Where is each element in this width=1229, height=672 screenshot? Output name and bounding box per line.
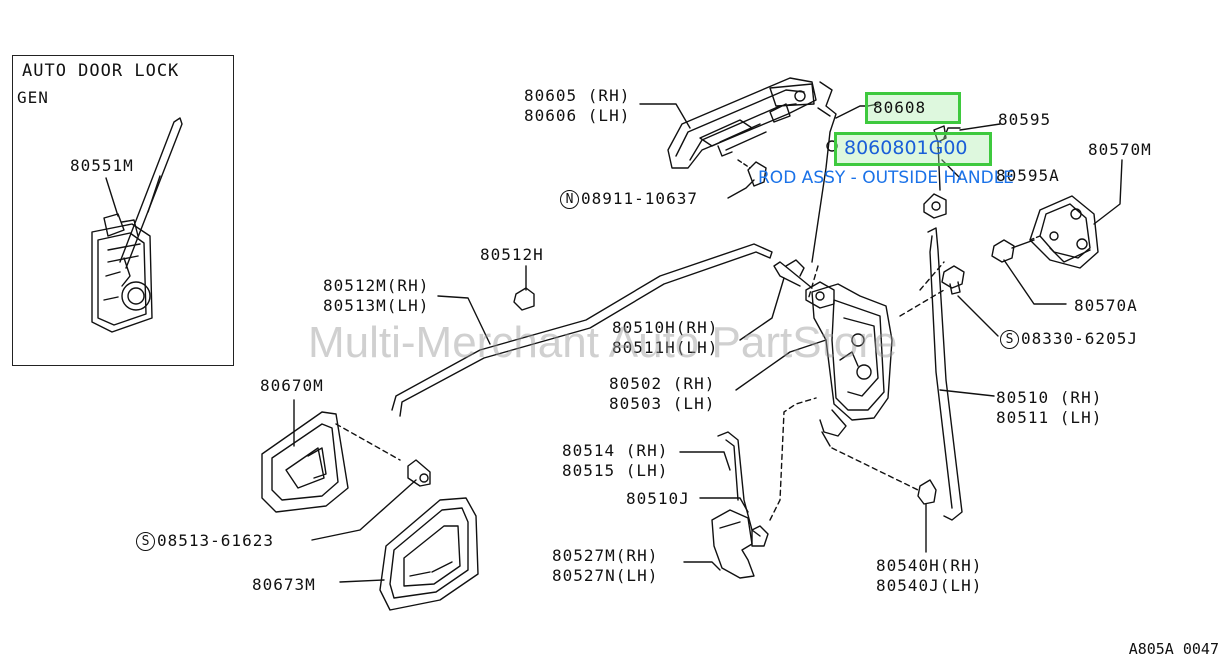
- part-number-08330: 08330-6205J: [1021, 329, 1138, 348]
- part-label-80510H[interactable]: 80510H(RH): [612, 318, 719, 337]
- watermark: Multi-Merchant Auto PartStore: [308, 318, 898, 367]
- part-label-80503[interactable]: 80503 (LH): [609, 394, 716, 413]
- part-label-80605[interactable]: 80605 (RH): [524, 86, 631, 105]
- part-label-80595A[interactable]: 80595A: [996, 166, 1060, 185]
- part-label-80510J[interactable]: 80510J: [626, 489, 690, 508]
- part-label-80673M[interactable]: 80673M: [252, 575, 316, 594]
- part-label-80513M[interactable]: 80513M(LH): [323, 296, 430, 315]
- part-label-80540H[interactable]: 80540H(RH): [876, 556, 983, 575]
- part-label-80514[interactable]: 80514 (RH): [562, 441, 669, 460]
- part-label-80540J[interactable]: 80540J(LH): [876, 576, 983, 595]
- diagram-reference: A805A 0047: [1128, 640, 1219, 658]
- part-label-80595[interactable]: 80595: [998, 110, 1052, 129]
- part-label-80551M[interactable]: 80551M: [70, 156, 134, 175]
- clip-80540H-drawing: [831, 447, 937, 553]
- highlight-part-description: ROD ASSY - OUTSIDE HANDLE: [758, 168, 1014, 188]
- part-label-80570A[interactable]: 80570A: [1074, 296, 1138, 315]
- n-circle-icon: N: [560, 190, 579, 209]
- part-label-80510[interactable]: 80510 (RH): [996, 388, 1103, 407]
- screw-08330-drawing: [899, 265, 999, 337]
- door-lock-body-drawing: [735, 259, 893, 447]
- rod-80608-drawing: [807, 81, 869, 301]
- escutcheon-drawing: [339, 497, 479, 611]
- rod-80512M-drawing: [391, 243, 773, 417]
- part-label-80511H[interactable]: 80511H(LH): [612, 338, 719, 357]
- part-label-80527N[interactable]: 80527N(LH): [552, 566, 659, 585]
- inset-title: AUTO DOOR LOCK: [22, 61, 180, 81]
- part-label-80570M[interactable]: 80570M: [1088, 140, 1152, 159]
- part-label-80608[interactable]: 80608: [873, 98, 927, 117]
- part-label-80502[interactable]: 80502 (RH): [609, 374, 716, 393]
- part-label-80511[interactable]: 80511 (LH): [996, 408, 1103, 427]
- s-circle-icon: S: [136, 532, 155, 551]
- striker-drawing: [991, 159, 1123, 305]
- part-label-80606[interactable]: 80606 (LH): [524, 106, 631, 125]
- outside-handle-drawing: [639, 77, 817, 199]
- rod-80514-drawing: [679, 397, 817, 579]
- rod-80510-drawing: [919, 125, 995, 521]
- part-number-08513: 08513-61623: [157, 531, 274, 550]
- part-label-80512M[interactable]: 80512M(RH): [323, 276, 430, 295]
- inset-subtitle: GEN: [17, 88, 49, 107]
- highlight-box-part-code[interactable]: [834, 132, 992, 166]
- part-label-80515[interactable]: 80515 (LH): [562, 461, 669, 480]
- auto-door-lock-inset: [12, 55, 234, 366]
- s-circle-icon: S: [1000, 330, 1019, 349]
- part-label-80512H[interactable]: 80512H: [480, 245, 544, 264]
- part-label-80527M[interactable]: 80527M(RH): [552, 546, 659, 565]
- highlight-box-80608[interactable]: [865, 92, 961, 124]
- part-label-80670M[interactable]: 80670M: [260, 376, 324, 395]
- inside-handle-drawing: [261, 399, 431, 541]
- highlight-part-code[interactable]: 8060801G00: [844, 137, 968, 159]
- part-number-08911: 08911-10637: [581, 189, 698, 208]
- door-lock-actuator-drawing: [91, 117, 183, 333]
